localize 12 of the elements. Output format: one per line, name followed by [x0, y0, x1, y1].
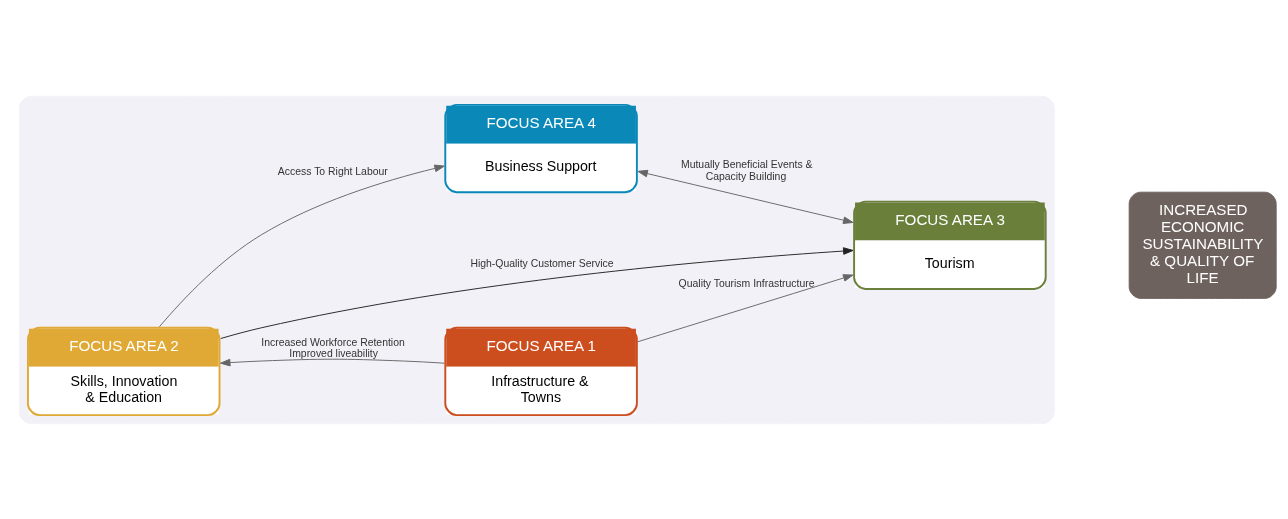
- edge-label: High-Quality Customer Service: [470, 257, 614, 269]
- edge-label: Increased Workforce Retention Improved liveability: [261, 336, 405, 359]
- edge-label: Mutually Beneficial Events & Capacity Building: [680, 158, 813, 182]
- arrow: [637, 273, 854, 342]
- arrow: [637, 169, 854, 224]
- node-box: INCREASED ECONOMIC SUSTAINABILITY & QUALITY OF LIFE: [1128, 191, 1277, 299]
- edge-label: Quality Tourism Infrastructure: [678, 277, 815, 289]
- arrow: [220, 358, 445, 366]
- cluster: [18, 95, 1055, 424]
- edge-label: Access To Right Labour: [277, 165, 388, 177]
- arrow: [220, 246, 854, 339]
- arrow: [159, 164, 445, 327]
